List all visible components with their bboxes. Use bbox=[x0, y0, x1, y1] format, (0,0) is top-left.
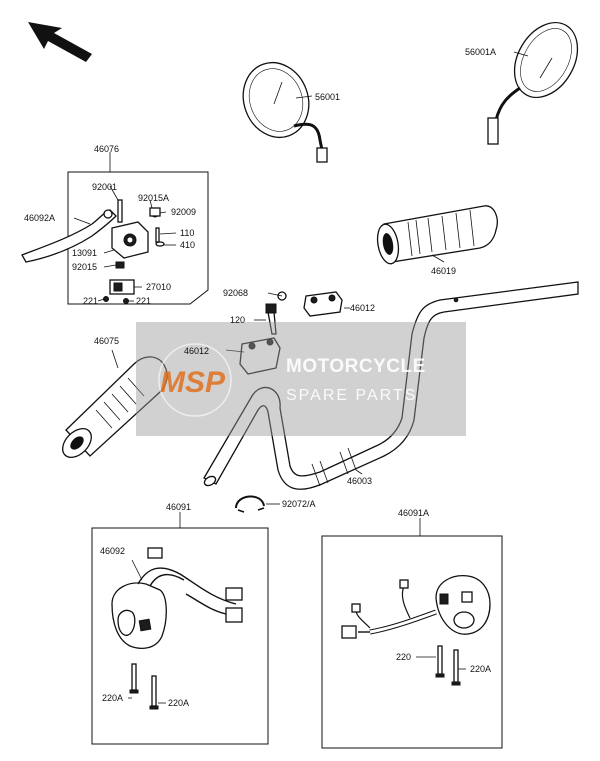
label-220a-right: 220A bbox=[470, 664, 491, 674]
clutch-lever bbox=[21, 209, 117, 263]
right-grip bbox=[376, 205, 498, 265]
label-46012-upper: 46012 bbox=[350, 303, 375, 313]
lever-leaders bbox=[73, 185, 177, 302]
wire-clamp bbox=[235, 495, 280, 513]
label-221-left: 221 bbox=[83, 296, 98, 306]
label-27010: 27010 bbox=[146, 282, 171, 292]
label-92068: 92068 bbox=[223, 288, 248, 298]
label-120: 120 bbox=[230, 315, 245, 325]
watermark-logo: MSP bbox=[160, 366, 226, 399]
label-56001: 56001 bbox=[315, 92, 340, 102]
label-46091a: 46091A bbox=[398, 508, 429, 518]
label-46092: 46092 bbox=[100, 546, 125, 556]
watermark: MSP MOTORCYCLE SPARE PARTS bbox=[136, 322, 466, 436]
label-46076: 46076 bbox=[94, 144, 119, 154]
label-410: 410 bbox=[180, 240, 195, 250]
label-13091: 13091 bbox=[72, 248, 97, 258]
left-mirror bbox=[242, 62, 328, 163]
front-direction-arrow bbox=[28, 22, 92, 62]
label-92001: 92001 bbox=[92, 182, 117, 192]
lever-holder bbox=[111, 199, 165, 269]
label-110: 110 bbox=[180, 228, 194, 238]
label-56001a: 56001A bbox=[465, 47, 496, 57]
label-46075: 46075 bbox=[94, 336, 119, 346]
label-46092a: 46092A bbox=[24, 213, 55, 223]
label-46012-lower: 46012 bbox=[184, 346, 209, 356]
label-92072a: 92072/A bbox=[282, 499, 316, 509]
watermark-title: MOTORCYCLE bbox=[286, 356, 426, 377]
left-grip bbox=[62, 349, 168, 458]
left-switch-box bbox=[91, 512, 269, 745]
label-92009: 92009 bbox=[171, 207, 196, 217]
handlebar-holders bbox=[225, 291, 350, 375]
label-220: 220 bbox=[396, 652, 411, 662]
lever-assembly-box bbox=[67, 152, 209, 305]
label-220a-left-1: 220A bbox=[102, 693, 123, 703]
handlebar bbox=[203, 281, 579, 490]
clutch-switch bbox=[103, 279, 135, 304]
part-labels: 46076 92001 92015A 92009 46092A 110 410 … bbox=[24, 47, 496, 708]
label-46091: 46091 bbox=[166, 502, 191, 512]
watermark-subtitle: SPARE PARTS bbox=[286, 387, 417, 404]
right-switch-box bbox=[321, 518, 503, 749]
label-220a-left-2: 220A bbox=[168, 698, 189, 708]
right-mirror bbox=[487, 21, 579, 145]
label-221-right: 221 bbox=[136, 296, 151, 306]
label-92015: 92015 bbox=[72, 262, 97, 272]
label-92015a: 92015A bbox=[138, 193, 169, 203]
label-46003: 46003 bbox=[347, 476, 372, 486]
label-46019: 46019 bbox=[431, 266, 456, 276]
